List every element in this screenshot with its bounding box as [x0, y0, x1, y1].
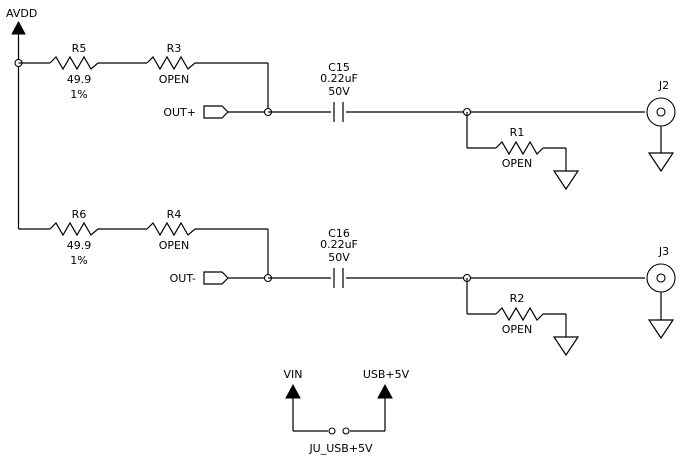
- jumper-pin-1: [328, 427, 336, 435]
- j3-ground-icon: [647, 319, 675, 340]
- r4-resistor: [146, 221, 196, 237]
- c15-ref: C15: [328, 61, 350, 74]
- r6-resistor: [49, 221, 99, 237]
- r1-value: OPEN: [502, 157, 532, 170]
- usb5v-arrow-icon: [377, 383, 393, 399]
- r1-resistor: [495, 140, 544, 156]
- r1-ref: R1: [510, 126, 525, 139]
- vin-label: VIN: [284, 368, 303, 381]
- r2-ground-icon: [552, 336, 580, 357]
- out-minus-port-icon: [203, 271, 229, 285]
- jumper-label: JU_USB+5V: [308, 442, 373, 455]
- r4-ref: R4: [167, 208, 182, 221]
- r5-value: 49.9: [67, 73, 92, 86]
- usb5v-label: USB+5V: [363, 368, 410, 381]
- jumper-pin-2: [342, 427, 350, 435]
- c15-voltage: 50V: [328, 85, 350, 98]
- j2-ground-icon: [647, 152, 675, 173]
- channel-1: R5 49.9 1% R3 OPEN OUT+ C15 0.22uF 50V R…: [18, 42, 676, 191]
- r4-value: OPEN: [159, 239, 189, 252]
- avdd-arrow-icon: [11, 20, 26, 35]
- r6-ref: R6: [72, 208, 87, 221]
- r5-resistor: [49, 55, 99, 71]
- r2-value: OPEN: [502, 323, 532, 336]
- out-plus-port-icon: [203, 105, 229, 119]
- c15-value: 0.22uF: [320, 72, 358, 85]
- j2-connector-inner: [656, 107, 666, 117]
- j3-label: J3: [658, 245, 669, 258]
- r6-value: 49.9: [67, 239, 92, 252]
- out-minus-label: OUT-: [170, 272, 196, 285]
- avdd-label: AVDD: [6, 7, 37, 20]
- channel-2: R6 49.9 1% R4 OPEN OUT- C16 0.22uF 50V R…: [18, 208, 676, 357]
- r2-ref: R2: [510, 292, 525, 305]
- r2-resistor: [495, 306, 544, 322]
- c16-value: 0.22uF: [320, 238, 358, 251]
- out-plus-label: OUT+: [163, 106, 196, 119]
- r5-ref: R5: [72, 42, 87, 55]
- r3-resistor: [146, 55, 196, 71]
- r6-tolerance: 1%: [70, 254, 87, 267]
- r3-ref: R3: [167, 42, 182, 55]
- c16-voltage: 50V: [328, 251, 350, 264]
- c16-ref: C16: [328, 227, 350, 240]
- usb-jumper-section: VIN USB+5V JU_USB+5V: [284, 368, 410, 455]
- r5-tolerance: 1%: [70, 88, 87, 101]
- vin-arrow-icon: [285, 383, 301, 399]
- r1-ground-icon: [552, 170, 580, 191]
- r3-value: OPEN: [159, 73, 189, 86]
- j2-label: J2: [658, 79, 669, 92]
- j3-connector-inner: [656, 273, 666, 283]
